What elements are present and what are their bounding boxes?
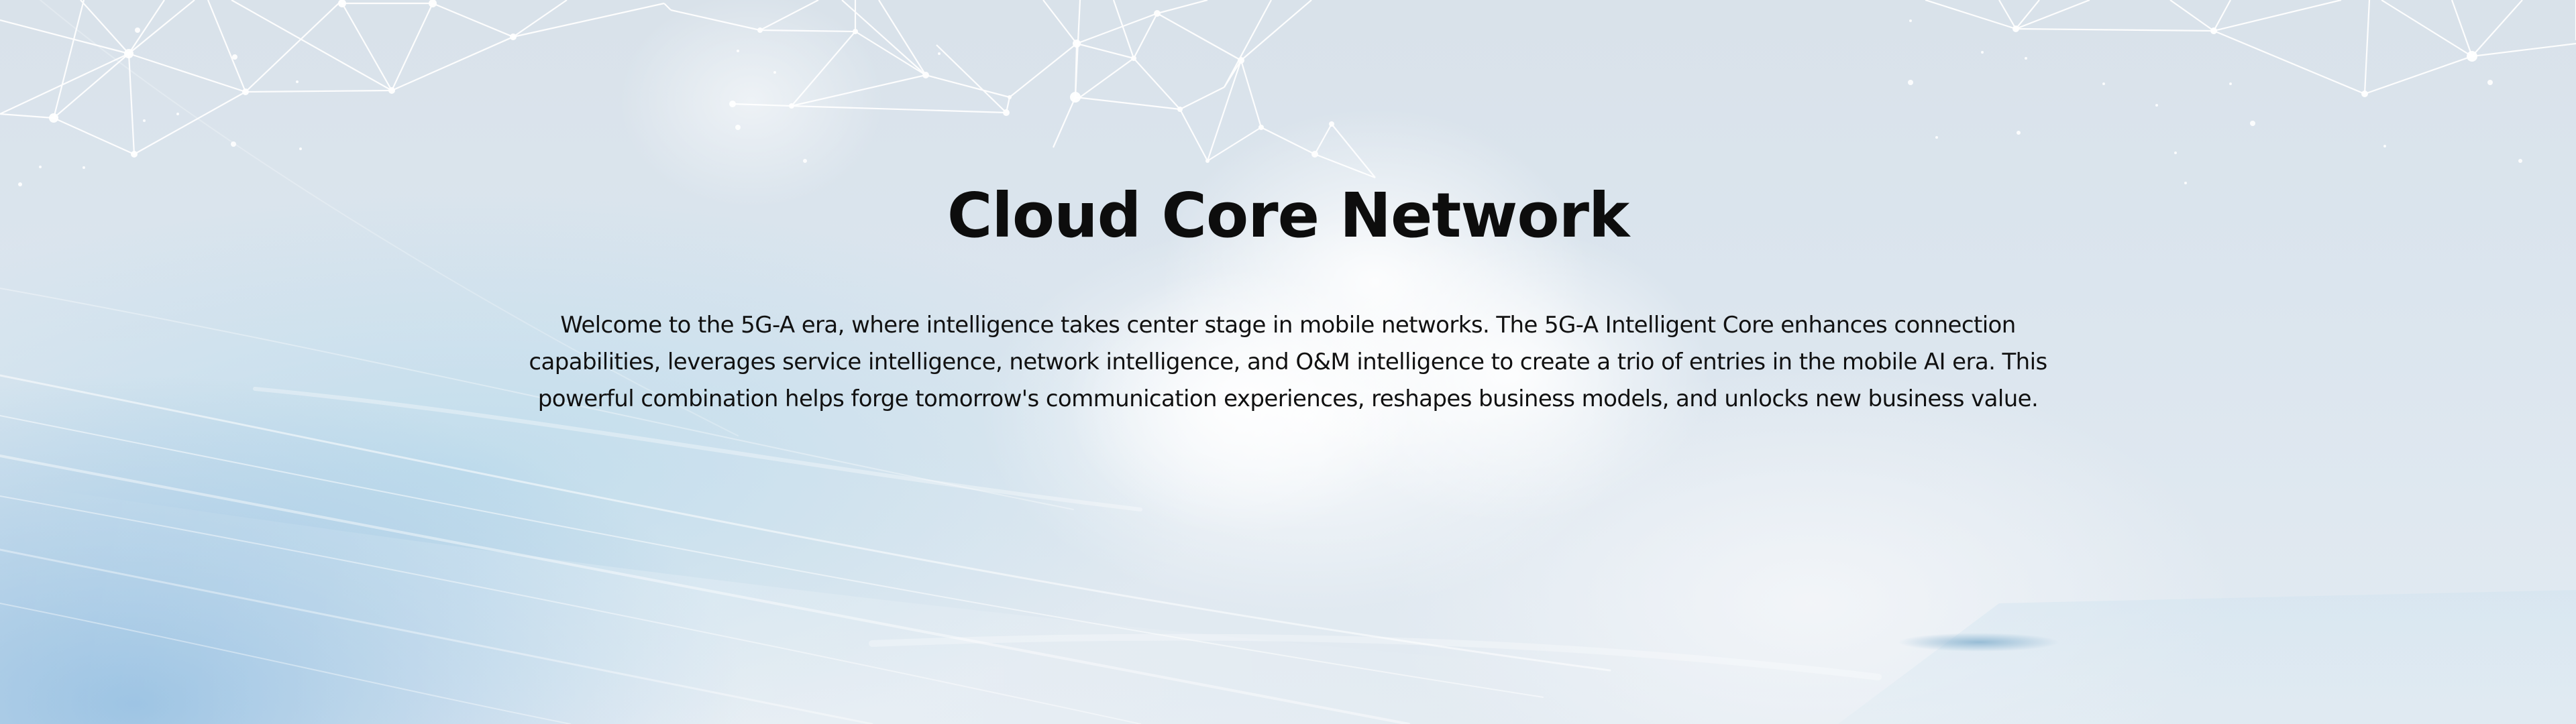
page-title: Cloud Core Network xyxy=(947,180,1629,251)
hero-description: Welcome to the 5G-A era, where intellige… xyxy=(529,312,2047,412)
